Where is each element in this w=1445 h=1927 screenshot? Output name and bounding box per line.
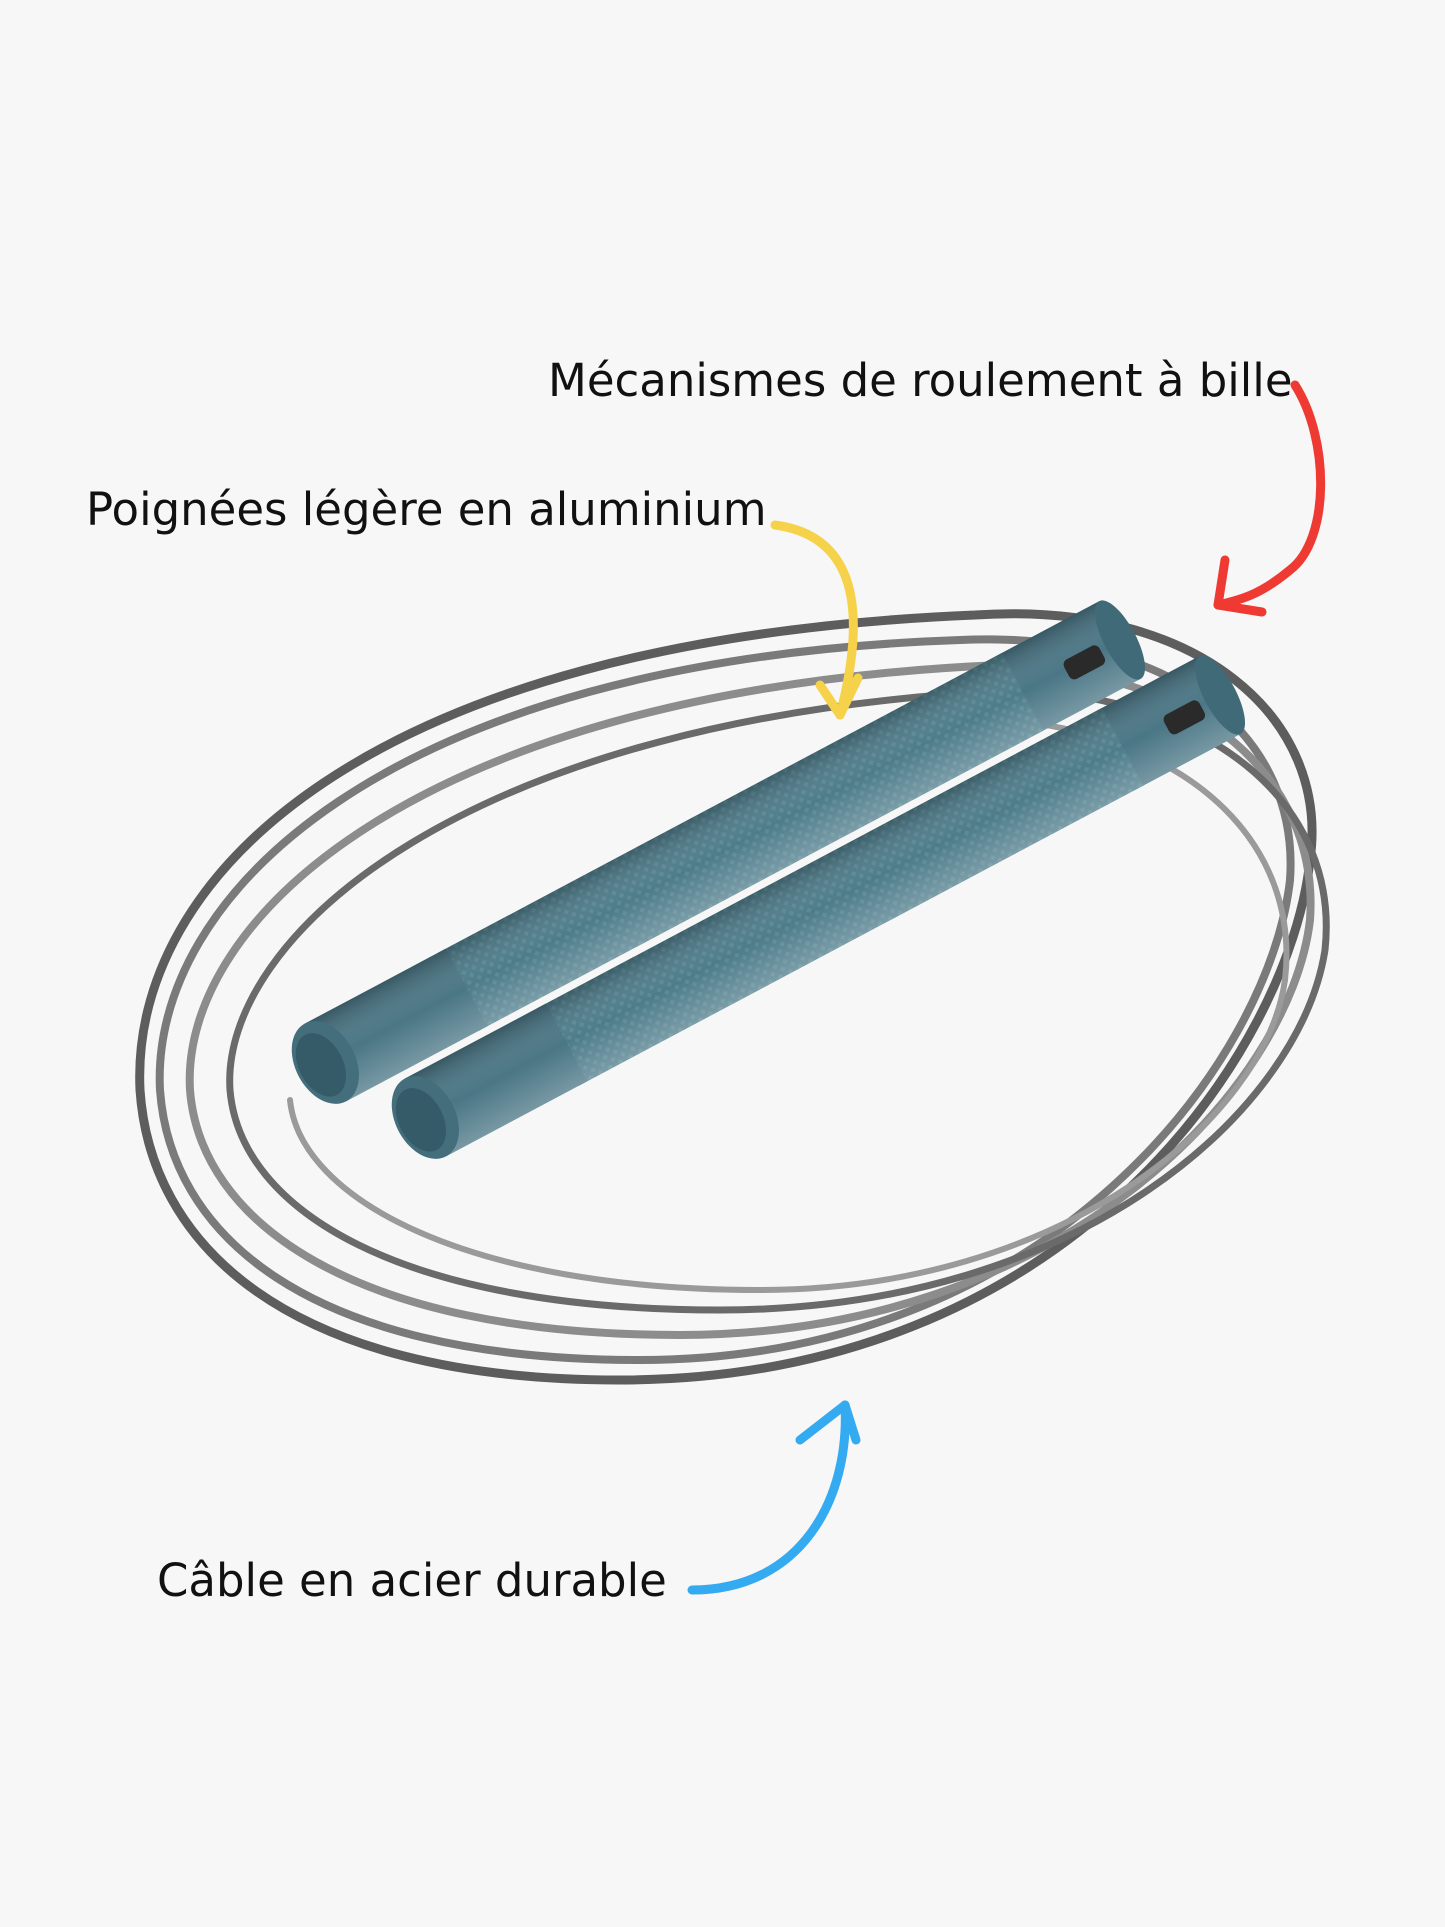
steel-cable xyxy=(135,609,1330,1385)
arrow-bearing xyxy=(1213,380,1326,617)
label-steel-cable: Câble en acier durable xyxy=(157,1554,667,1607)
arrow-cable xyxy=(687,1400,861,1595)
handle-back xyxy=(291,600,1146,1104)
handle-front xyxy=(391,655,1246,1159)
label-ball-bearings: Mécanismes de roulement à bille xyxy=(548,354,1293,407)
arrow-handles xyxy=(770,520,863,720)
label-aluminium-handles: Poignées légère en aluminium xyxy=(86,483,767,536)
